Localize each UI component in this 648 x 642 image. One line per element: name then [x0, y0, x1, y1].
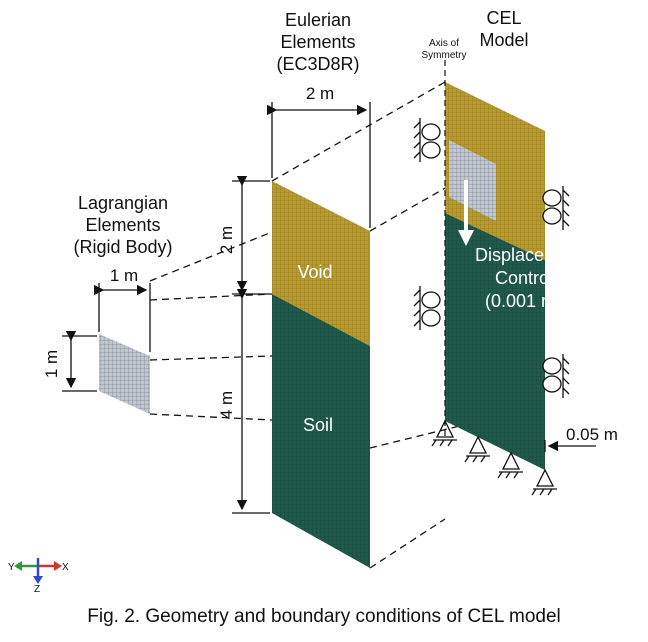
eulerian-title-line1: Eulerian — [285, 10, 351, 30]
dim-void-height: 2 m — [217, 226, 236, 254]
eulerian-title-line2: Elements — [280, 32, 355, 52]
soil-region — [272, 294, 370, 568]
roller-support-left-top — [413, 118, 441, 162]
dim-rigid-width: 1 m — [110, 266, 138, 285]
cel-title-line1: CEL — [486, 8, 521, 28]
cel-soil-region — [445, 213, 545, 470]
roller-support-right-top — [542, 186, 570, 230]
axis-z-label: Z — [34, 584, 40, 595]
eulerian-title-line3: (EC3D8R) — [276, 54, 359, 74]
axis-of-symmetry-line1: Axis of — [429, 38, 459, 49]
dimension-lines — [62, 102, 596, 514]
void-label: Void — [297, 262, 332, 282]
axis-x-label: X — [62, 562, 69, 573]
cel-rigid-body — [449, 140, 496, 221]
dim-eulerian-width: 2 m — [306, 84, 334, 103]
lagrangian-title-line2: Elements — [85, 215, 160, 235]
lagrangian-title-line1: Lagrangian — [78, 193, 168, 213]
lagrangian-title-line3: (Rigid Body) — [73, 237, 172, 257]
axis-of-symmetry-line2: Symmetry — [422, 50, 467, 61]
roller-support-right-bottom — [542, 354, 570, 398]
cel-title-line2: Model — [479, 30, 528, 50]
dim-gap: 0.05 m — [566, 425, 618, 444]
soil-label: Soil — [303, 415, 333, 435]
pin-supports-bottom — [431, 419, 557, 496]
displacement-label-line2: Control — [495, 268, 553, 288]
displacement-arrow — [458, 180, 474, 246]
axis-triad: Y X Z — [8, 558, 69, 595]
dim-rigid-height: 1 m — [42, 350, 61, 378]
figure-caption: Fig. 2. Geometry and boundary conditions… — [87, 606, 561, 627]
displacement-label-line1: Displacement — [475, 245, 584, 265]
roller-support-left-bottom — [413, 286, 441, 330]
axis-y-label: Y — [8, 562, 15, 573]
displacement-label-line3: (0.001 m/s) — [485, 291, 576, 311]
rigid-body — [99, 334, 150, 414]
void-region — [272, 181, 370, 346]
dim-soil-height: 4 m — [217, 391, 236, 419]
